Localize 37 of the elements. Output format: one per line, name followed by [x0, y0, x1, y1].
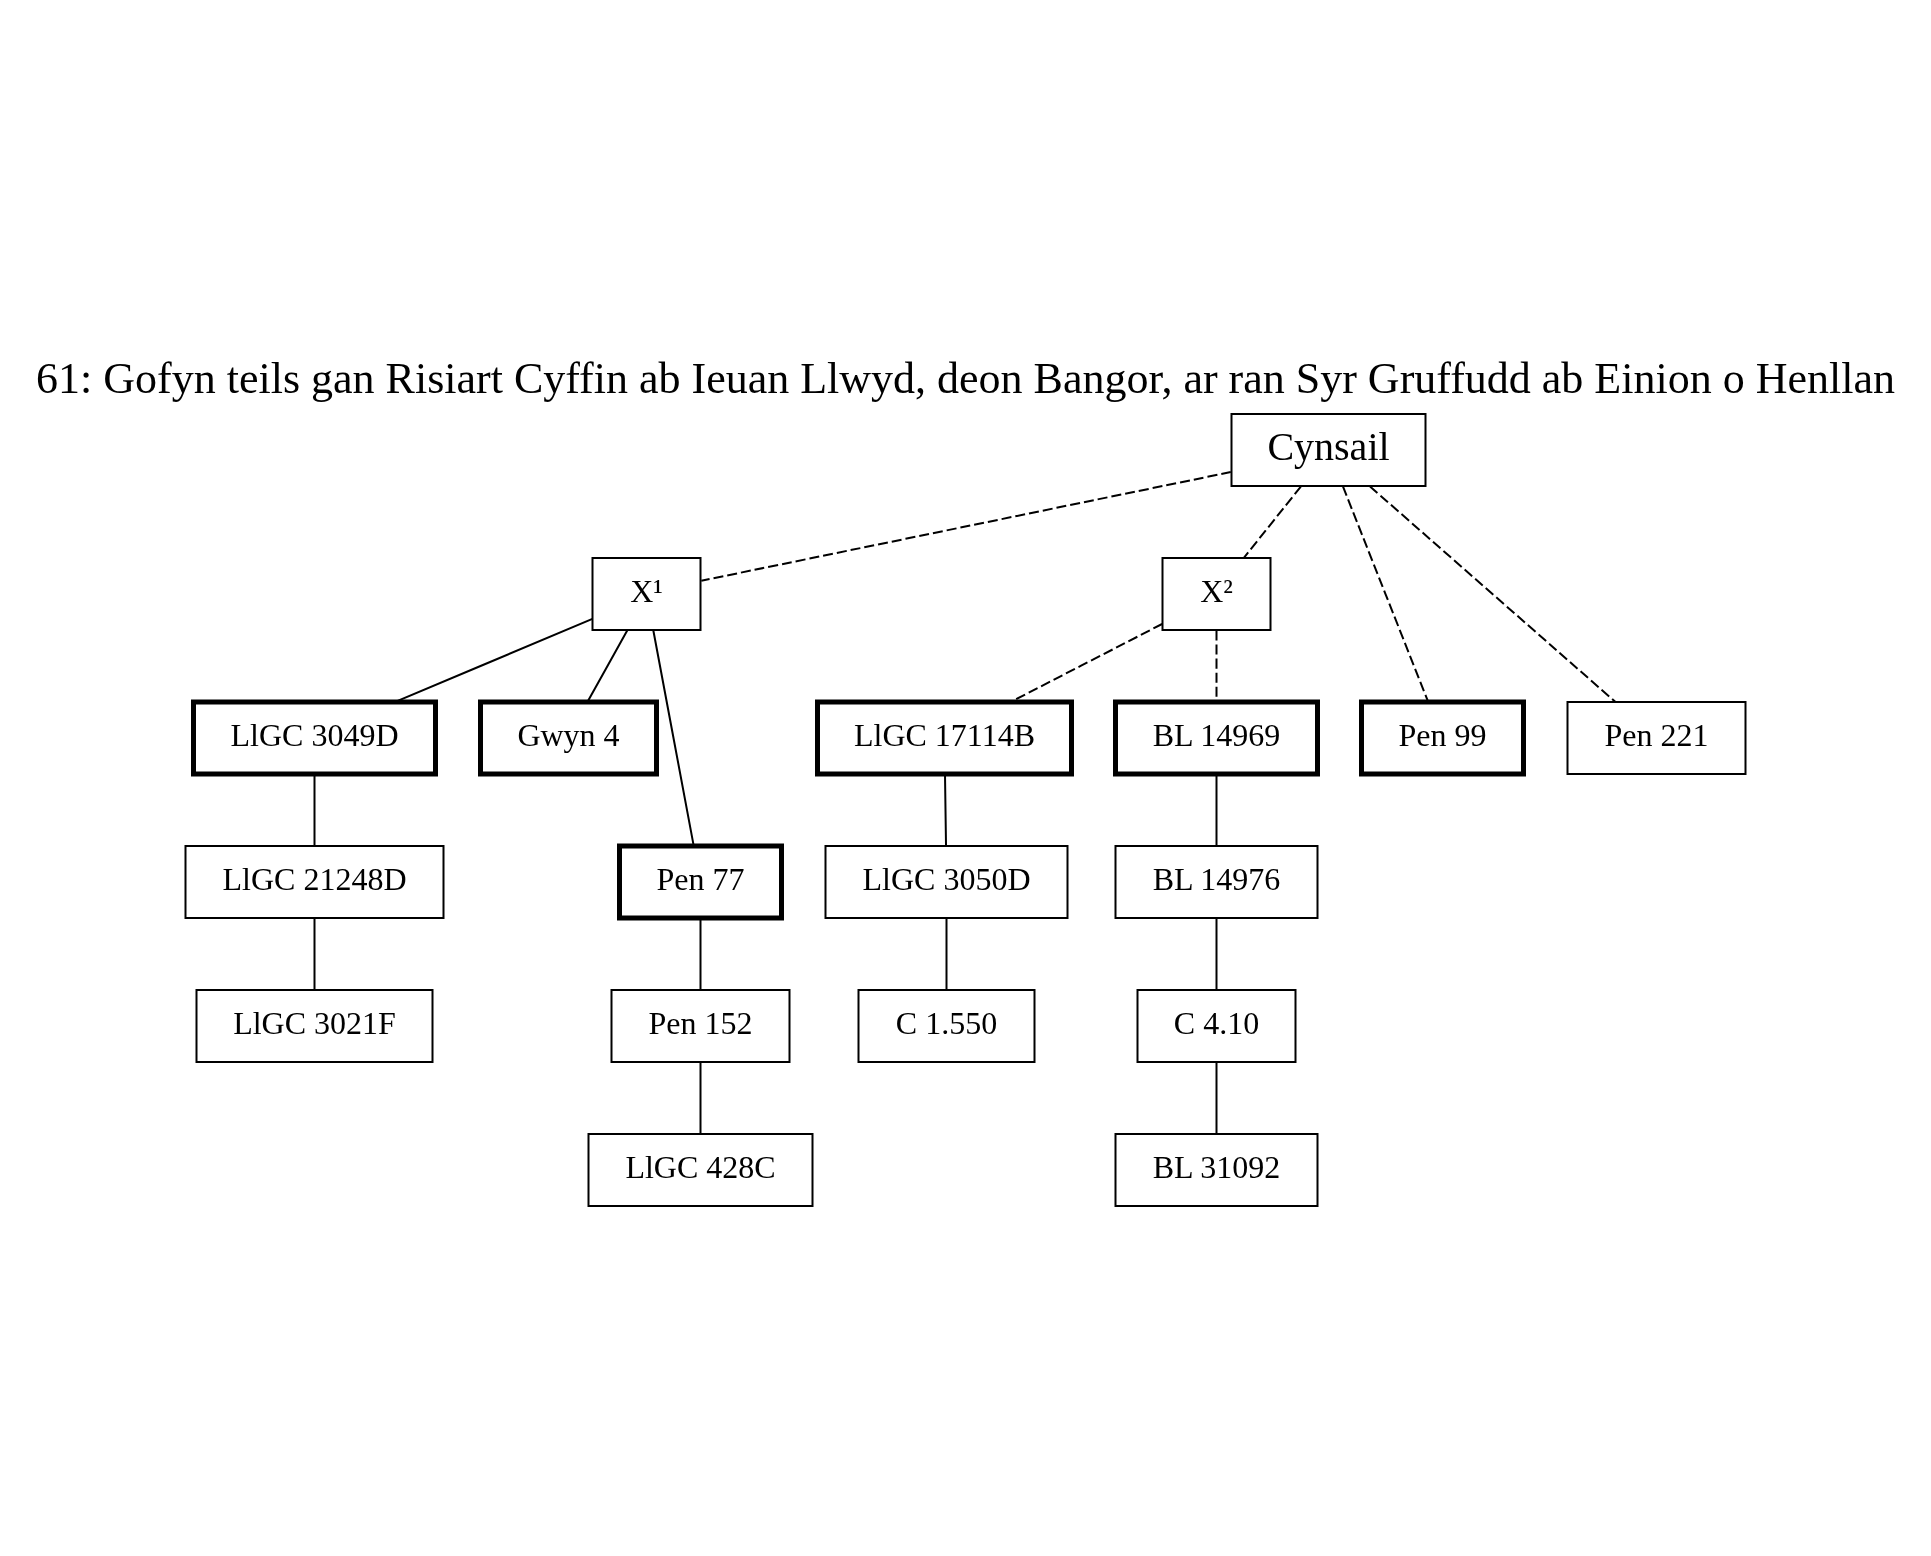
connector: [1369, 485, 1617, 703]
connector: [1215, 773, 1218, 847]
node-box: X¹: [591, 557, 702, 631]
connector: [700, 471, 1232, 582]
node-box: BL 14976: [1114, 845, 1319, 919]
connector: [586, 629, 629, 703]
connector: [1341, 485, 1430, 703]
node-box: Pen 152: [610, 989, 791, 1063]
connector: [1215, 1061, 1218, 1135]
connector: [652, 629, 695, 847]
diagram-title: 61: Gofyn teils gan Risiart Cyffin ab Ieuan Llwyd, deon Bangor, ar ran Syr Gruffudd ab Einion o Henllan: [36, 354, 1895, 404]
connector: [1215, 917, 1218, 991]
node-box: C 4.10: [1136, 989, 1297, 1063]
node-box: LlGC 3021F: [195, 989, 434, 1063]
node-box: LlGC 17114B: [815, 699, 1074, 777]
node-box: BL 31092: [1114, 1133, 1319, 1207]
node-box: LlGC 3049D: [191, 699, 438, 777]
node-box: Pen 221: [1566, 701, 1747, 775]
node-box: C 1.550: [857, 989, 1036, 1063]
connector: [699, 1061, 702, 1135]
connector: [699, 917, 702, 991]
connector: [313, 773, 316, 847]
node-box: LlGC 21248D: [184, 845, 445, 919]
node-box: X²: [1161, 557, 1272, 631]
node-box: Gwyn 4: [478, 699, 659, 777]
connector: [1242, 485, 1302, 559]
connector: [313, 917, 316, 991]
connector: [945, 917, 948, 991]
connector: [394, 617, 594, 703]
node-box: Pen 99: [1359, 699, 1526, 777]
node-box: LlGC 3050D: [824, 845, 1069, 919]
node-box: Cynsail: [1230, 413, 1427, 487]
connector: [1010, 623, 1164, 703]
node-box: Pen 77: [617, 843, 784, 921]
connector: [944, 773, 947, 847]
node-box: LlGC 428C: [587, 1133, 814, 1207]
node-box: BL 14969: [1113, 699, 1320, 777]
